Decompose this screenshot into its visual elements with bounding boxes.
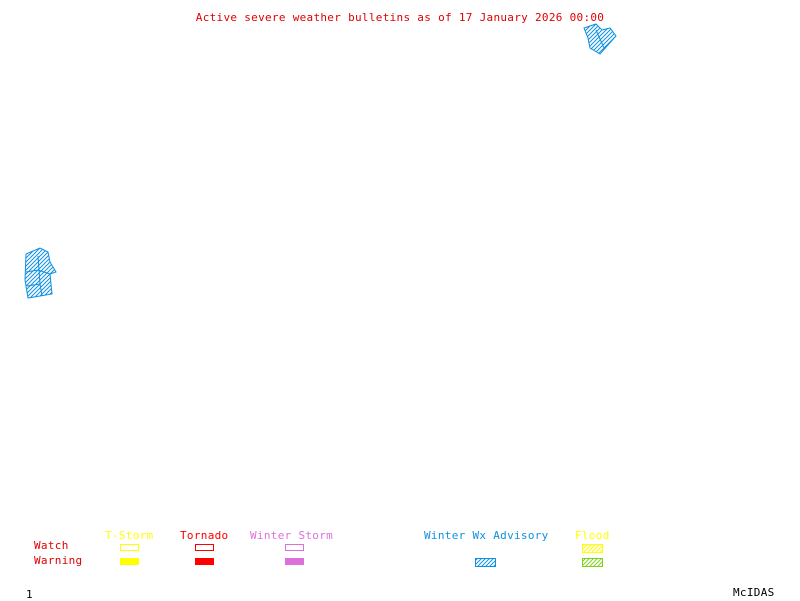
legend-winter-storm-warning-swatch — [285, 558, 304, 565]
winter-advisory-area-left[interactable] — [24, 247, 57, 299]
legend-tstorm-watch-swatch — [120, 544, 139, 551]
legend-warning-label: Warning — [34, 554, 83, 567]
legend-flood-label: Flood — [575, 529, 610, 542]
legend-winter-storm-label: Winter Storm — [250, 529, 334, 542]
winter-advisory-area-top-right[interactable] — [583, 23, 617, 55]
legend-tstorm-label: T-Storm — [105, 529, 154, 542]
legend-flood-warning-swatch — [582, 558, 603, 567]
map-title: Active severe weather bulletins as of 17… — [195, 11, 605, 24]
frame-number: 1 — [26, 588, 33, 601]
legend-winter-advisory-warning-swatch — [475, 558, 496, 567]
legend-tornado-label: Tornado — [180, 529, 229, 542]
legend-tornado-warning-swatch — [195, 558, 214, 565]
legend-winter-storm-watch-swatch — [285, 544, 304, 551]
mcidas-brand: McIDAS — [733, 586, 775, 599]
legend-flood-watch-swatch — [582, 544, 603, 553]
legend-tstorm-warning-swatch — [120, 558, 139, 565]
legend-winter-advisory-label: Winter Wx Advisory — [424, 529, 549, 542]
legend-watch-label: Watch — [34, 539, 69, 552]
legend-tornado-watch-swatch — [195, 544, 214, 551]
